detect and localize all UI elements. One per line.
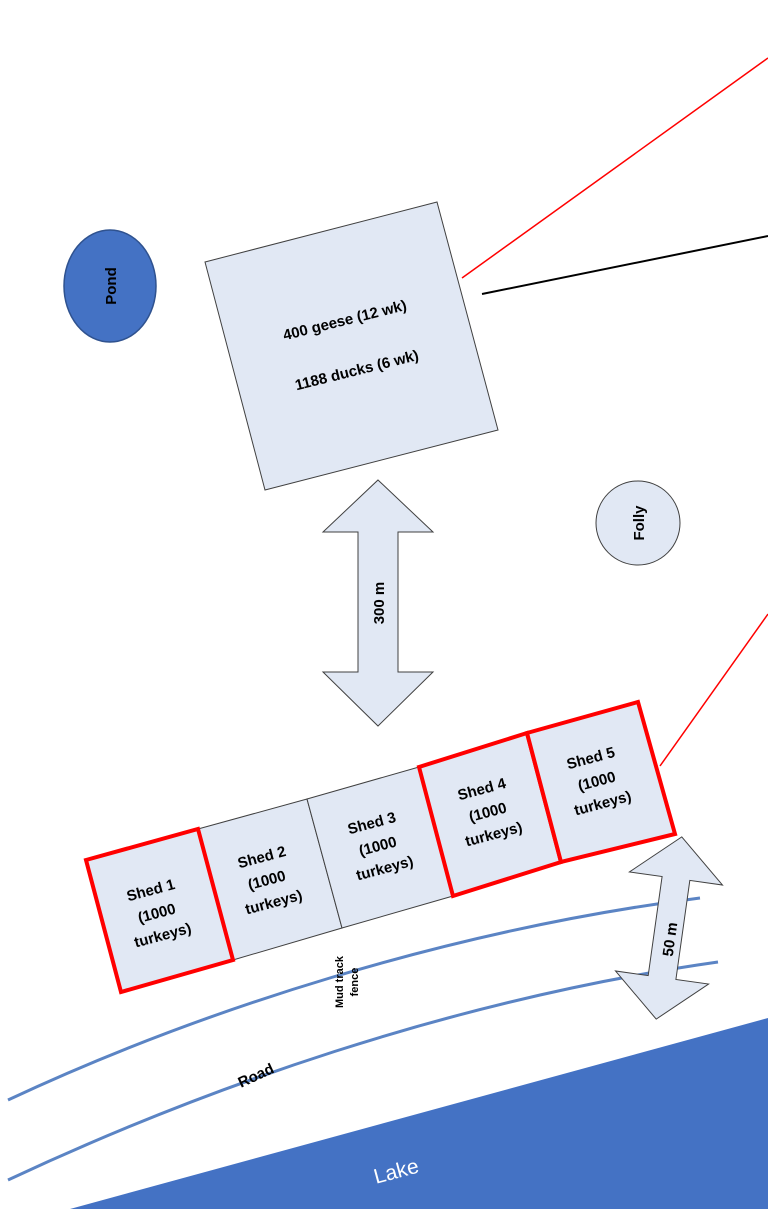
road-label: Road	[236, 1060, 277, 1091]
mud-track-label-line1: Mud track	[334, 955, 346, 1008]
folly-label: Folly	[631, 505, 648, 541]
pond-label: Pond	[103, 267, 120, 305]
road-line-upper	[7, 896, 701, 1102]
red-line-bottom	[659, 613, 768, 767]
red-line-top	[461, 57, 768, 279]
folly	[595, 480, 681, 566]
mud-track-label-line2: fence	[349, 968, 361, 997]
distance-50-arrow	[614, 836, 724, 1020]
shed-1: Shed 1 (1000 turkeys)	[83, 826, 236, 995]
shed-5: Shed 5 (1000 turkeys)	[524, 699, 678, 865]
lake	[70, 1018, 768, 1209]
distance-300-arrow	[321, 479, 435, 727]
pond	[63, 229, 157, 343]
shed-3: Shed 3 (1000 turkeys)	[306, 766, 454, 929]
distance-50-label: 50 m	[660, 921, 682, 957]
waterfowl-shed	[204, 201, 499, 491]
road-line-lower	[7, 960, 719, 1182]
distance-300-label: 300 m	[371, 582, 388, 625]
black-line	[481, 235, 768, 295]
